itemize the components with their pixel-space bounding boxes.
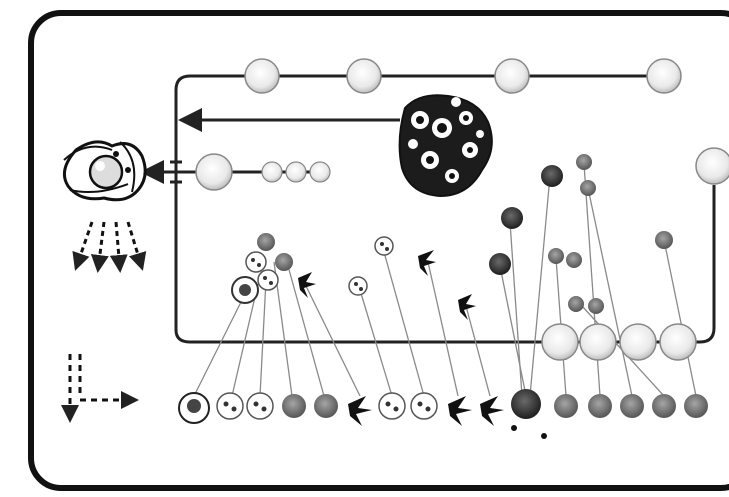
dark-round-cell-icon [501, 207, 523, 229]
pale-round-cell-icon [285, 161, 307, 183]
grey-bush-icon [257, 233, 275, 251]
grey-bush-icon [548, 248, 564, 264]
grey-bush-icon [568, 296, 584, 312]
spotted-cell-icon [257, 269, 279, 291]
spotted-cell-icon [245, 251, 267, 273]
grey-bush-icon [588, 394, 612, 418]
spotted-cell-icon [216, 392, 244, 420]
large-clustered-cell-icon [398, 94, 493, 198]
loop-left-line [174, 90, 716, 344]
spiky-fragment-icon [418, 250, 436, 276]
grey-bush-icon [275, 253, 293, 271]
spiky-fragment-icon [458, 294, 476, 320]
top-cell-row [244, 58, 729, 185]
pale-round-cell-icon [619, 323, 657, 361]
grey-bush-icon [652, 394, 676, 418]
dashed-arrow-icon [72, 221, 94, 271]
pale-round-cell-icon [195, 153, 233, 191]
spotted-cell-icon [378, 392, 406, 420]
dashed-arrow-icon [126, 221, 147, 271]
spiky-fragment-icon [448, 396, 472, 426]
spotted-cell-icon [246, 392, 274, 420]
dashed-arrow-group [72, 221, 147, 273]
spiky-fragment-icon [298, 272, 316, 298]
grey-bush-icon [576, 154, 592, 170]
floating-elements [231, 154, 673, 320]
grey-bush-icon [588, 298, 604, 314]
grey-bush-icon [655, 231, 673, 249]
spiky-fragment-icon [480, 396, 504, 426]
middle-cell-row [195, 153, 331, 191]
spotted-cell-icon [374, 236, 394, 256]
grey-bush-icon [580, 180, 596, 196]
dashed-axis [61, 354, 139, 423]
grey-bush-icon [314, 394, 338, 418]
pale-round-cell-icon [346, 58, 382, 94]
dashed-arrow-icon [90, 221, 109, 273]
pale-round-cell-icon [541, 323, 579, 361]
dark-round-cell-icon [541, 165, 563, 187]
spiky-fragment-icon [348, 396, 372, 426]
dark-round-cell-icon [511, 389, 541, 419]
dark-round-cell-icon [489, 253, 511, 275]
grey-bush-icon [684, 394, 708, 418]
grey-bush-icon [566, 252, 582, 268]
loop-line [174, 74, 660, 91]
grey-bush-icon [282, 394, 306, 418]
bottom-row [178, 389, 708, 439]
pale-round-cell-icon [579, 323, 617, 361]
pale-round-cell-icon [309, 161, 331, 183]
pale-round-cell-icon [695, 147, 729, 185]
pale-round-cell-icon [261, 161, 283, 183]
pale-round-cell-icon [494, 58, 530, 94]
loop-bottom-cells [541, 323, 697, 361]
grey-bush-icon [620, 394, 644, 418]
dashed-arrow-icon [109, 221, 128, 273]
pale-round-cell-icon [646, 58, 682, 94]
spotted-cell-icon [410, 392, 438, 420]
spotted-cell-icon [348, 276, 368, 296]
pale-round-cell-icon [659, 323, 697, 361]
pale-round-cell-icon [244, 58, 280, 94]
central-cell-icon [62, 140, 147, 202]
grey-bush-icon [554, 394, 578, 418]
